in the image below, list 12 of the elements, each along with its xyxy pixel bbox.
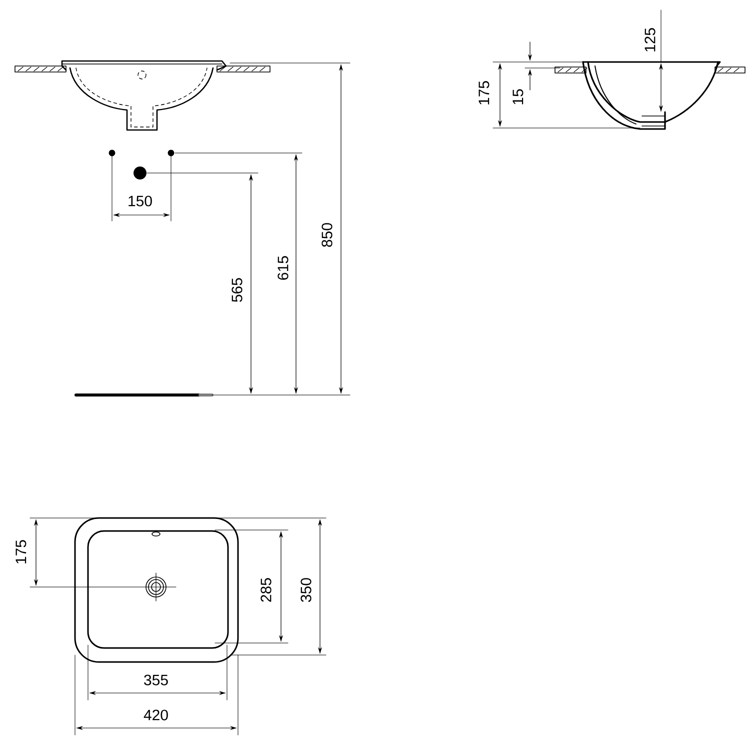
dimension-label: 565 — [232, 278, 242, 302]
dimension-label: 285 — [260, 578, 272, 602]
dimension-label: 615 — [278, 256, 288, 280]
dimension-label: 175 — [16, 540, 26, 564]
dimension-label: 355 — [144, 674, 168, 686]
dimension-label: 850 — [322, 223, 332, 247]
dimension-label: 420 — [144, 710, 168, 720]
dimension-label: 175 — [478, 81, 490, 104]
dimension-label: 125 — [644, 28, 656, 52]
dimension-label: 150 — [128, 196, 152, 206]
dimension-label: 15 — [512, 89, 524, 104]
dimension-label: 350 — [300, 578, 312, 602]
